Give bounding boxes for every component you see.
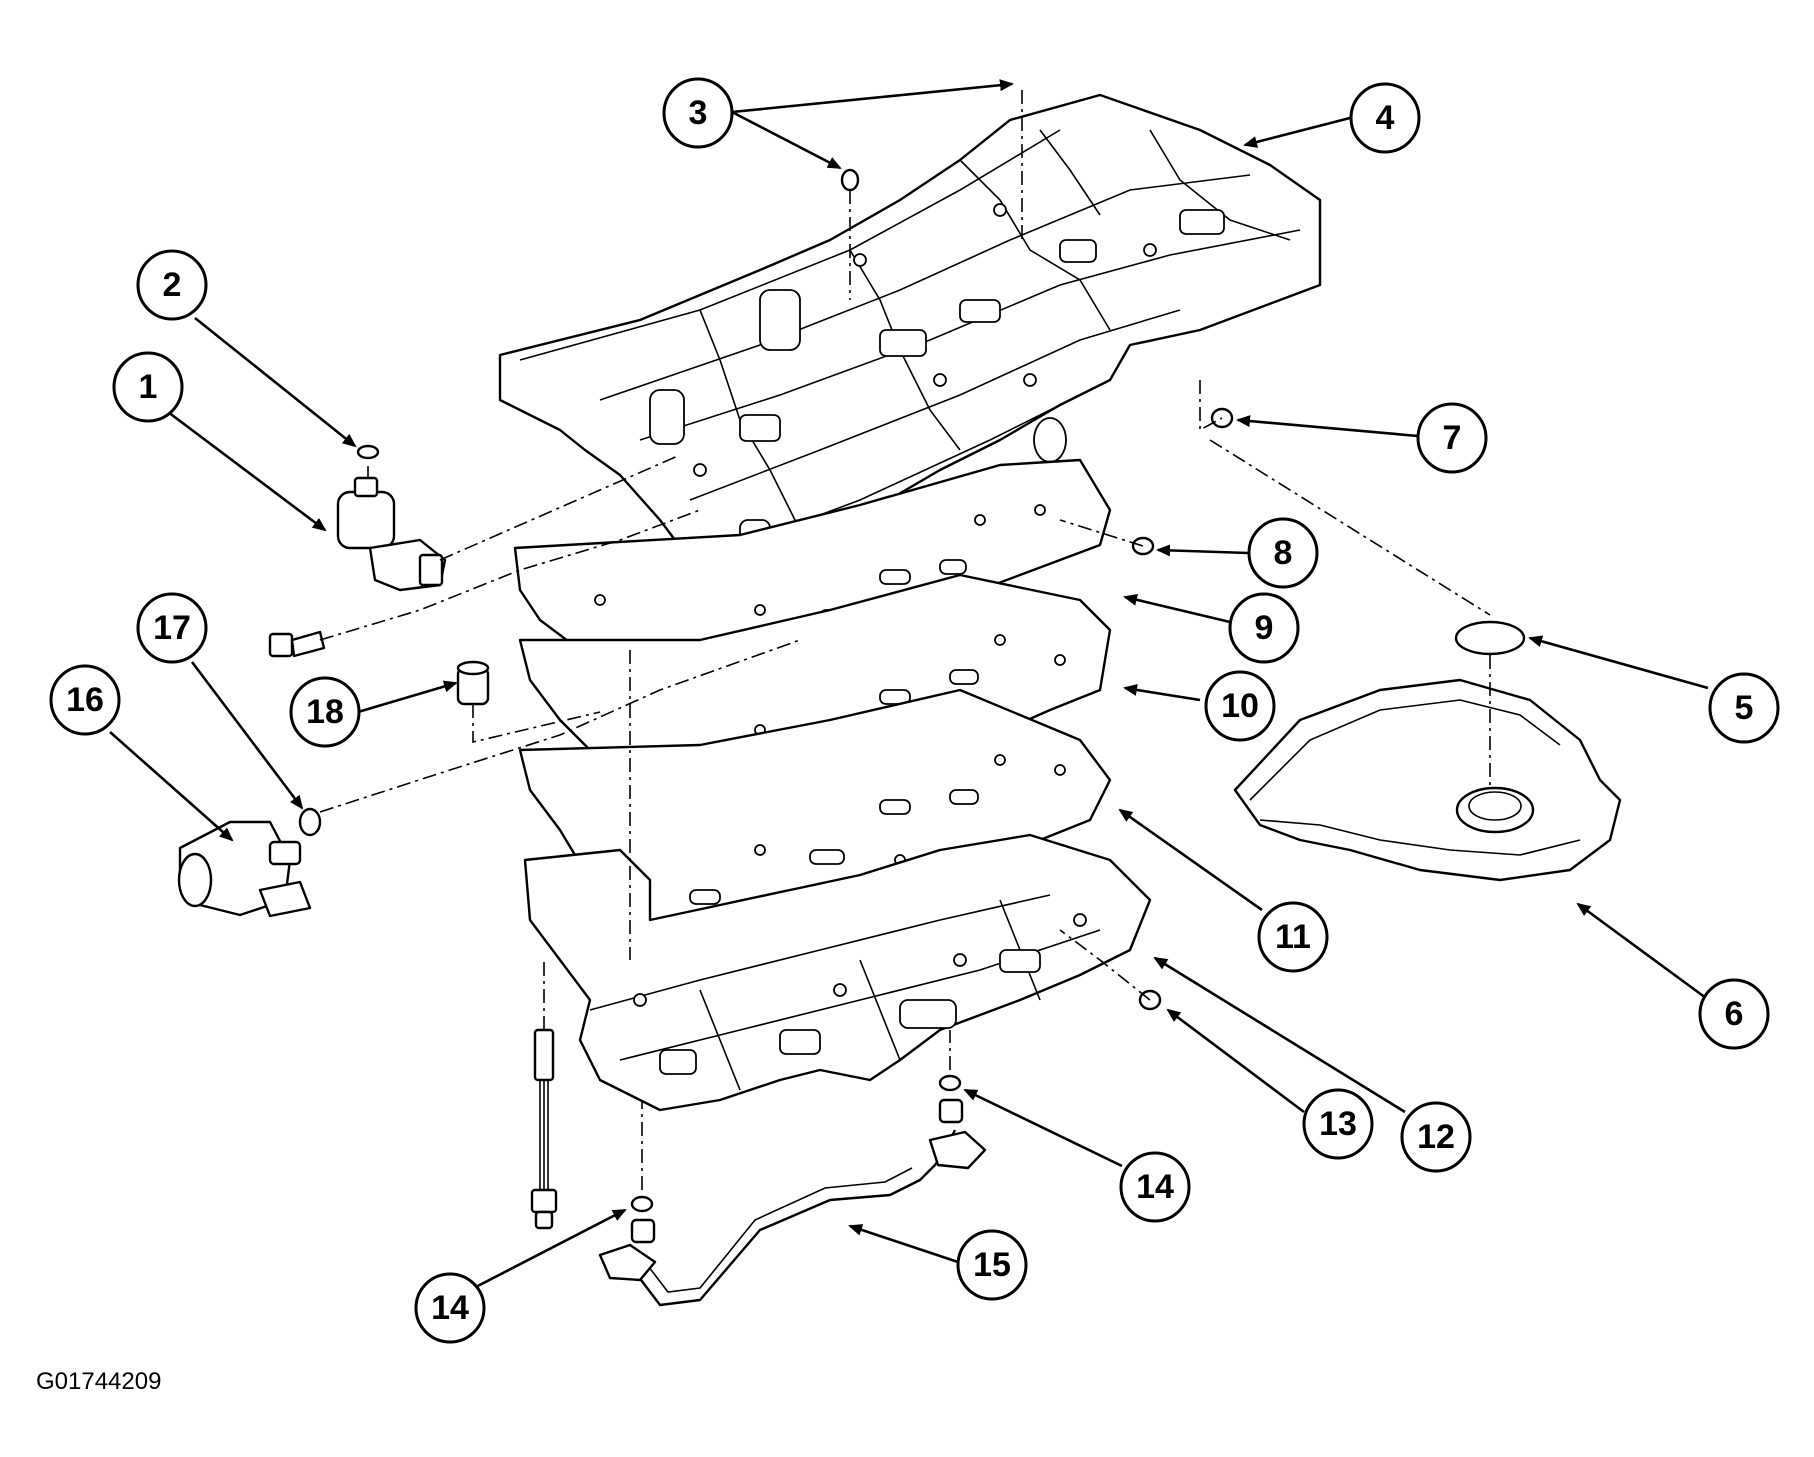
callout-label: 10: [1221, 687, 1259, 725]
solenoid-1: [336, 476, 447, 592]
o-ring-14-right: [938, 1074, 964, 1124]
callout-8: 8: [1247, 517, 1319, 589]
callout-label: 9: [1255, 609, 1274, 647]
figure-id: G01744209: [36, 1368, 162, 1395]
callout-17: 17: [136, 592, 208, 664]
lower-valve-body: [523, 833, 1152, 1112]
callout-13: 13: [1302, 1088, 1374, 1160]
callout-15: 15: [956, 1229, 1028, 1301]
callout-label: 18: [306, 693, 344, 731]
callout-label: 15: [973, 1246, 1011, 1284]
callout-label: 4: [1376, 99, 1395, 137]
callout-label: 8: [1274, 534, 1293, 572]
callout-1: 1: [112, 351, 184, 423]
callout-14-left: 14: [414, 1272, 486, 1344]
oil-strainer: [1233, 678, 1622, 882]
callout-2: 2: [136, 249, 208, 321]
leader-8: [1156, 544, 1249, 557]
callout-7: 7: [1416, 402, 1488, 474]
leader-lines: [109, 79, 1709, 1292]
valve-body-bolt: [530, 1028, 558, 1230]
callout-16: 16: [49, 664, 121, 736]
callout-12: 12: [1400, 1101, 1472, 1173]
callout-6: 6: [1698, 978, 1770, 1050]
callout-11: 11: [1257, 901, 1329, 973]
leader-14-right: [963, 1088, 1123, 1168]
callout-5: 5: [1708, 672, 1780, 744]
o-ring-14-left: [630, 1195, 656, 1244]
leader-2: [194, 316, 357, 448]
solenoid-bolt: [268, 630, 326, 658]
leader-17: [190, 661, 304, 810]
callout-10: 10: [1204, 670, 1276, 742]
check-ball-3: [840, 168, 860, 192]
callout-label: 2: [163, 266, 182, 304]
callout-label: 7: [1443, 419, 1462, 457]
callout-3: 3: [662, 77, 734, 149]
strainer-seal: [1454, 620, 1526, 656]
leader-15: [848, 1224, 959, 1264]
solenoid-16: [177, 820, 312, 918]
leader-10: [1123, 683, 1201, 702]
callout-9: 9: [1228, 592, 1300, 664]
callout-4: 4: [1349, 82, 1421, 154]
callout-label: 14: [1136, 1168, 1174, 1206]
upper-valve-body: [498, 93, 1322, 582]
leader-12: [1153, 956, 1406, 1114]
callout-label: 13: [1319, 1105, 1357, 1143]
filter-18: [456, 660, 490, 706]
leader-7: [1236, 415, 1419, 438]
callout-label: 12: [1417, 1118, 1455, 1156]
callout-18: 18: [289, 676, 361, 748]
leader-16: [109, 731, 234, 842]
callout-label: 17: [153, 609, 191, 647]
callout-label: 6: [1725, 995, 1744, 1033]
leader-3b: [731, 110, 842, 170]
leader-4: [1243, 116, 1351, 148]
alignment-lines: [319, 90, 1491, 1190]
leader-3a: [731, 79, 1014, 114]
leader-5: [1528, 635, 1709, 690]
callout-label: 14: [431, 1289, 469, 1327]
o-ring-17: [298, 807, 322, 837]
callout-14-right: 14: [1119, 1151, 1191, 1223]
callout-label: 11: [1275, 918, 1311, 956]
leader-6: [1576, 902, 1707, 1000]
oil-tube-15: [598, 1129, 987, 1307]
leader-9: [1123, 593, 1231, 624]
leader-13: [1166, 1008, 1305, 1114]
o-ring-2: [356, 444, 380, 460]
callout-label: 3: [689, 94, 708, 132]
leader-1: [167, 410, 327, 532]
leader-18: [357, 680, 458, 714]
callout-label: 1: [139, 368, 158, 406]
leader-14-left: [469, 1208, 627, 1292]
leader-11: [1118, 808, 1263, 912]
callout-label: 5: [1735, 689, 1754, 727]
callout-label: 16: [66, 681, 104, 719]
